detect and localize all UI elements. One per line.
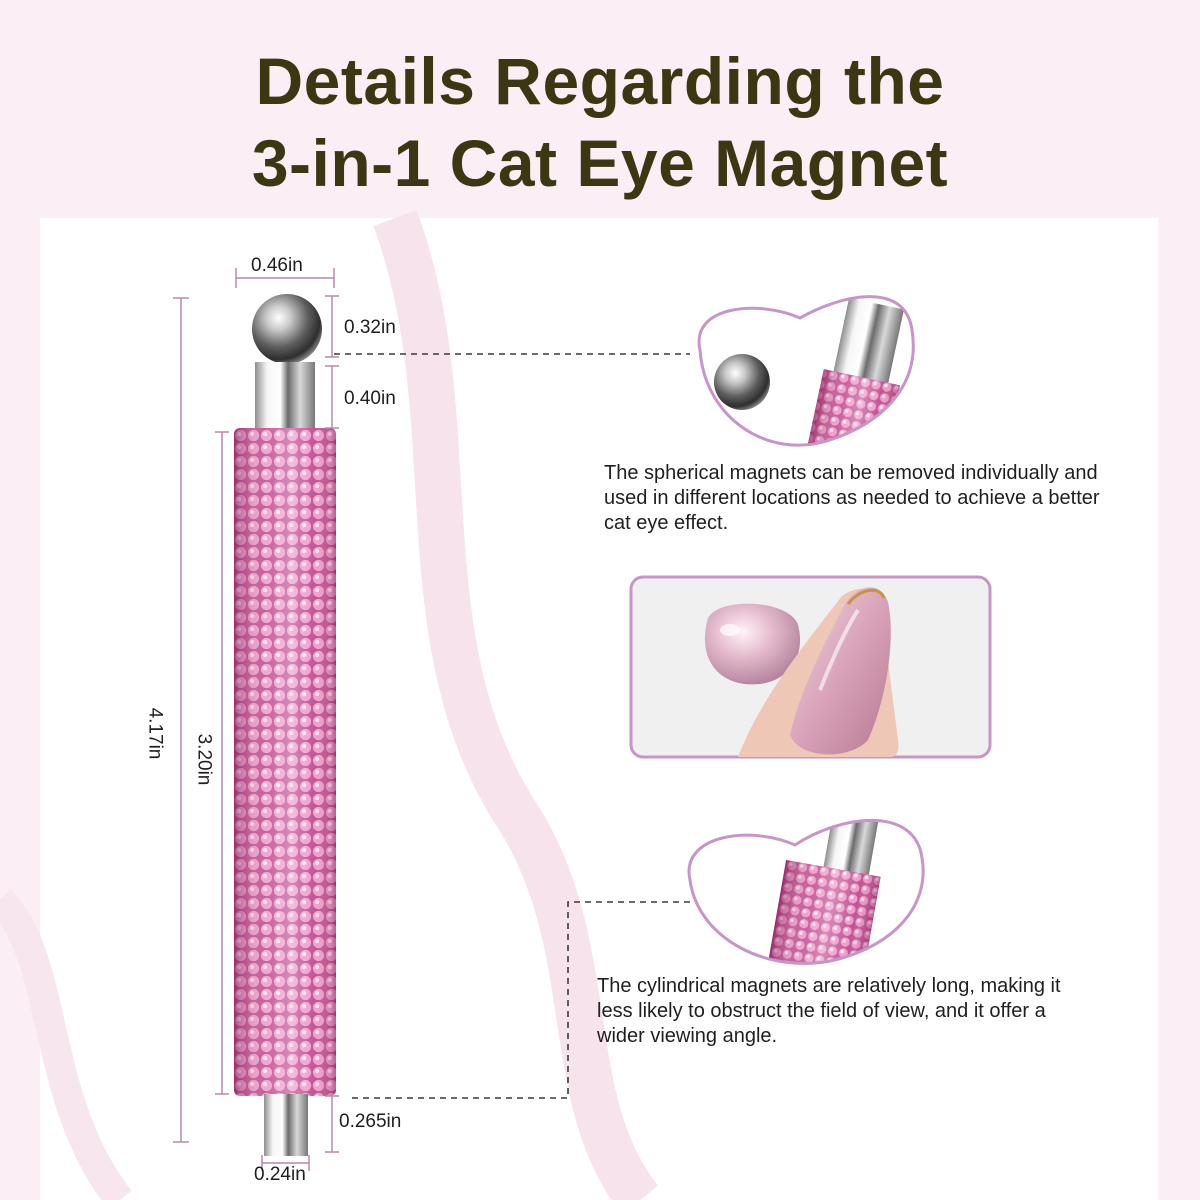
cylindrical-magnet-callout	[687, 818, 925, 965]
total-length-label: 4.17in	[144, 707, 166, 760]
page-title-line-1: Details Regarding the	[255, 44, 945, 118]
coffin-nail	[790, 587, 891, 755]
bottom-tip-width-label: 0.24in	[254, 1164, 306, 1185]
round-nail	[704, 603, 801, 685]
leader-lines	[334, 353, 690, 1099]
page-title-line-2: 3-in-1 Cat Eye Magnet	[251, 126, 949, 200]
top-tip-length-label: 0.40in	[344, 388, 396, 409]
top-chrome-tip	[255, 362, 315, 430]
magnet-pen	[234, 294, 336, 1156]
body-length-label: 3.20in	[193, 733, 215, 786]
spherical-magnet-description: The spherical magnets can be removed ind…	[604, 462, 1100, 534]
steel-ball-icon	[714, 354, 770, 410]
dimension-lines	[173, 268, 339, 1171]
bottom-tip-length-label: 0.265in	[339, 1111, 402, 1132]
steel-ball-icon	[252, 294, 322, 364]
ball-height-label: 0.32in	[344, 317, 396, 338]
bottom-chrome-tip	[264, 1094, 308, 1156]
cylindrical-magnet-description: The cylindrical magnets are relatively l…	[597, 975, 1061, 1047]
ball-width-label: 0.46in	[251, 255, 303, 276]
cat-eye-nails-photo	[629, 575, 992, 759]
